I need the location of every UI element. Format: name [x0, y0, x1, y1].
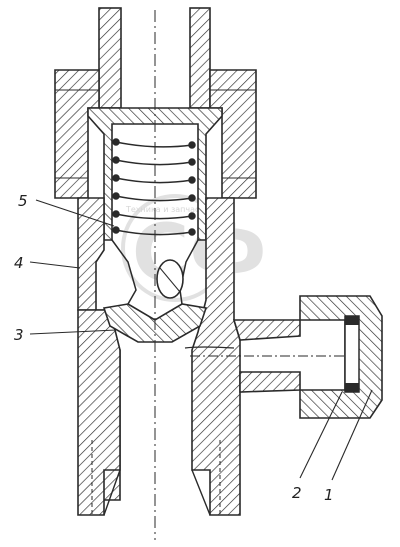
leader-lines [29, 199, 373, 481]
cap-nut [299, 295, 383, 419]
spring [112, 138, 196, 236]
valve-ball [156, 259, 184, 299]
watermark-small-text: Техника и запчасти [125, 205, 209, 214]
gasket [344, 315, 360, 393]
callout-2: 2 [292, 484, 302, 502]
union-nut [54, 69, 257, 199]
callout-4: 4 [14, 254, 24, 272]
callout-labels: 5 4 3 2 1 [14, 192, 334, 504]
watermark: СФ Техника и запчасти [121, 194, 267, 302]
side-branch [184, 319, 360, 393]
callout-1: 1 [324, 486, 334, 504]
spring-retainer [87, 107, 223, 241]
valve-body [77, 197, 241, 516]
callout-5: 5 [18, 192, 28, 210]
callout-3: 3 [14, 326, 24, 344]
